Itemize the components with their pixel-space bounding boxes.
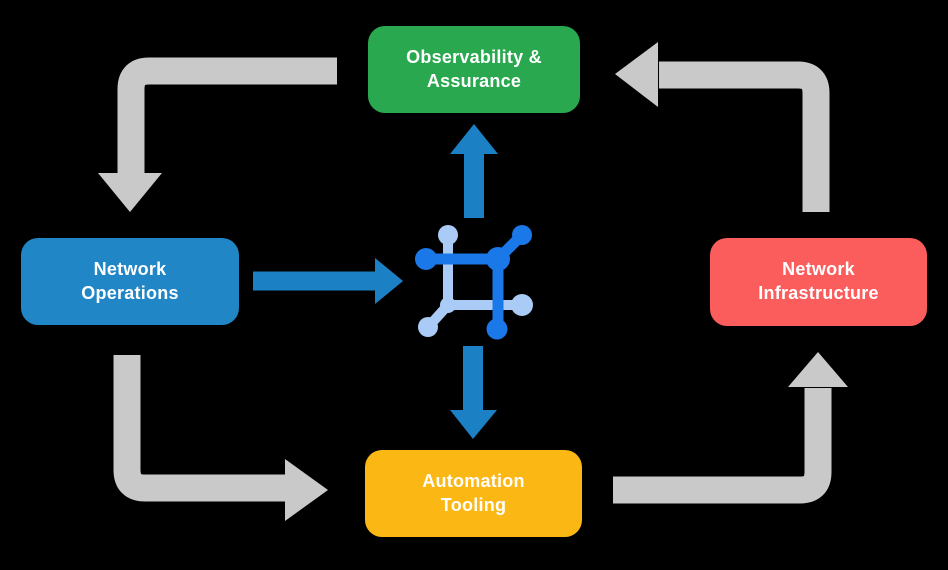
node-automation-label-line2: Tooling <box>440 494 507 515</box>
node-infrastructure-label-line1: Network <box>782 259 855 280</box>
node-automation-tooling: Automation Tooling <box>365 450 582 537</box>
network-mesh-icon <box>415 225 533 340</box>
node-observability-label-line2: Assurance <box>426 70 522 91</box>
node-network-operations: Network Operations <box>21 238 239 325</box>
flow-arrow-operations-to-core <box>253 258 403 304</box>
node-observability-assurance: Observability & Assurance <box>368 26 580 113</box>
node-infrastructure-label-line2: Infrastructure <box>758 283 879 303</box>
node-operations-label-line2: Operations <box>81 282 179 303</box>
flow-arrow-core-to-observability <box>450 124 498 218</box>
cycle-arrow-operations-to-automation <box>113 355 328 521</box>
node-automation-label-line1: Automation <box>422 470 525 491</box>
cycle-arrow-infrastructure-to-observability <box>615 42 830 212</box>
flow-arrow-core-to-automation <box>450 346 497 439</box>
node-operations-label-line1: Network <box>93 258 167 279</box>
node-network-infrastructure: Network Infrastructure <box>710 238 927 326</box>
cycle-arrow-automation-to-infrastructure <box>613 352 848 504</box>
node-observability-label-line1: Observability & <box>406 46 542 67</box>
cycle-arrow-observability-to-operations <box>98 57 337 212</box>
